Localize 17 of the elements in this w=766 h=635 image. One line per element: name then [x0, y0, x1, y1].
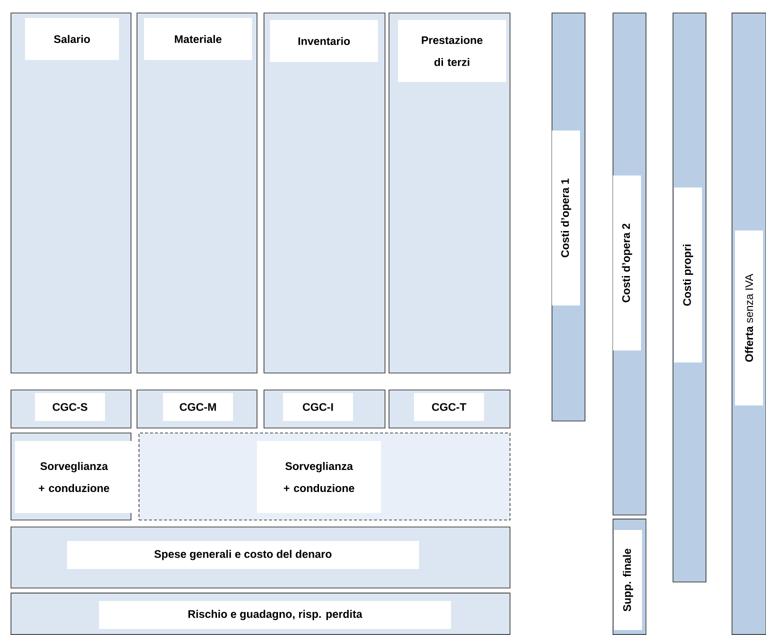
cost-bar: Costi propri	[672, 12, 706, 582]
cost-box: CGC-T	[388, 390, 510, 428]
cost-box: Sorveglianza + conduzione	[10, 432, 133, 520]
cost-bar: Supp. finale	[612, 518, 646, 635]
cost-box: CGC-S	[10, 390, 132, 428]
cost-bar: Costi d’opera 1	[552, 12, 586, 422]
cost-band: Rischio e guadagno, risp. perdita	[10, 592, 510, 635]
cost-column: Materiale	[136, 12, 258, 374]
offer-bar: Offerta senza IVA	[732, 12, 766, 635]
cost-box: CGC-I	[264, 390, 386, 428]
cost-column: Inventario	[264, 12, 386, 374]
cost-band: Spese generali e costo del denaro	[10, 526, 510, 588]
dashed-box: Sorveglianza + conduzione	[138, 432, 510, 520]
cost-box: CGC-M	[136, 390, 258, 428]
cost-column: Prestazione di terzi	[388, 12, 510, 374]
cost-column: Salario	[10, 12, 132, 374]
cost-bar: Costi d’opera 2	[612, 12, 646, 516]
